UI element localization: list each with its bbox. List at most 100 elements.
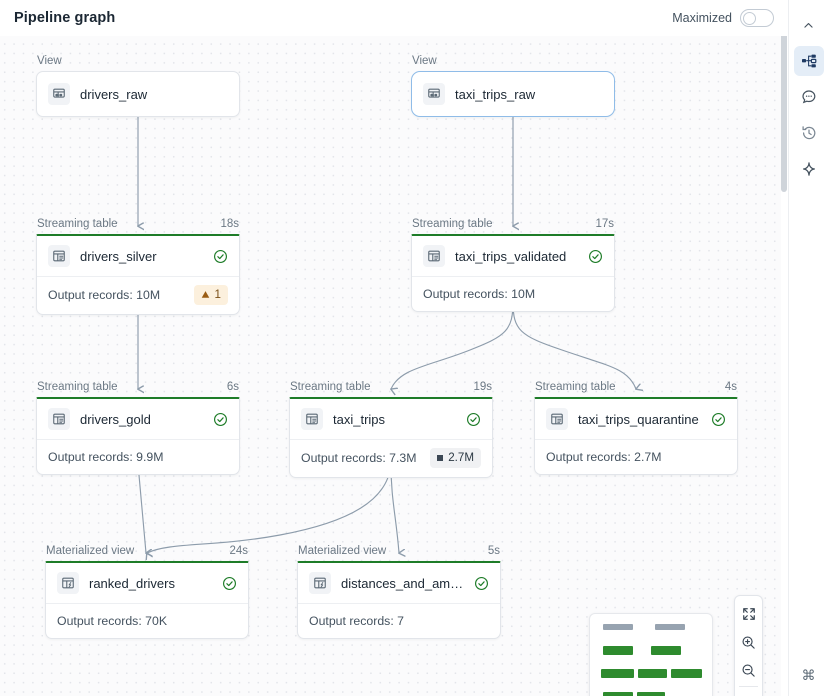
divider bbox=[298, 603, 500, 604]
node-footer: Output records: 7.3M 2.7M bbox=[290, 440, 492, 477]
node-header: drivers_silver bbox=[37, 236, 239, 276]
history-icon bbox=[801, 126, 815, 140]
zoom-out-button[interactable] bbox=[735, 656, 762, 684]
node-header: drivers_raw bbox=[37, 72, 239, 116]
square-marker-icon bbox=[437, 454, 444, 461]
dropped-records-badge[interactable]: 2.7M bbox=[430, 448, 481, 468]
node-header: taxi_trips_quarantine bbox=[535, 399, 737, 439]
node-type-label: Streaming table bbox=[290, 381, 371, 393]
warning-triangle-icon bbox=[201, 291, 209, 299]
node-box[interactable]: drivers_raw bbox=[36, 71, 240, 117]
node-header: drivers_gold bbox=[37, 399, 239, 439]
warning-badge[interactable]: 1 bbox=[193, 285, 228, 305]
output-records: Output records: 10M bbox=[48, 287, 161, 302]
streaming-table-icon bbox=[546, 408, 568, 430]
output-records: Output records: 9.9M bbox=[48, 449, 164, 464]
minimap-node bbox=[601, 669, 634, 678]
node-taxi-trips[interactable]: Streaming table 19s taxi_trips bbox=[289, 381, 493, 478]
status-complete-icon bbox=[213, 249, 228, 264]
node-box-selected[interactable]: taxi_trips_raw bbox=[411, 71, 615, 117]
fit-view-button[interactable] bbox=[735, 600, 762, 628]
node-type-label: View bbox=[412, 55, 437, 67]
node-footer: Output records: 10M 1 bbox=[37, 277, 239, 314]
node-meta: Streaming table 4s bbox=[534, 381, 738, 393]
node-header: ranked_drivers bbox=[46, 563, 248, 603]
zoom-in-button[interactable] bbox=[735, 628, 762, 656]
node-drivers-silver[interactable]: Streaming table 18s drivers_silver bbox=[36, 218, 240, 315]
comment-icon bbox=[801, 90, 815, 104]
minimap-node bbox=[603, 646, 633, 655]
node-taxi-trips-quarantine[interactable]: Streaming table 4s taxi_trips_quarantine bbox=[534, 381, 738, 475]
node-type-label: Streaming table bbox=[37, 218, 118, 230]
node-duration: 4s bbox=[724, 381, 737, 393]
node-taxi-trips-raw[interactable]: View taxi_trips_raw bbox=[411, 55, 615, 117]
node-box[interactable]: ranked_drivers Output records: 70K bbox=[45, 561, 249, 639]
node-box[interactable]: taxi_trips_quarantine Output records: 2.… bbox=[534, 397, 738, 475]
maximize-control[interactable]: Maximized bbox=[672, 9, 774, 27]
divider bbox=[37, 276, 239, 277]
node-type-label: Materialized view bbox=[298, 545, 387, 557]
status-complete-icon bbox=[474, 576, 489, 591]
node-box[interactable]: taxi_trips_validated Output records: 10M bbox=[411, 234, 615, 312]
controls-divider bbox=[739, 686, 758, 687]
minimap-node bbox=[671, 669, 702, 678]
page-title: Pipeline graph bbox=[14, 10, 116, 26]
node-duration: 6s bbox=[226, 381, 239, 393]
streaming-table-icon bbox=[48, 408, 70, 430]
canvas-controls bbox=[734, 595, 763, 696]
node-name: ranked_drivers bbox=[89, 575, 175, 591]
minimap[interactable] bbox=[589, 613, 713, 696]
edge-gold-to-ranked bbox=[137, 463, 146, 553]
output-records: Output records: 7.3M bbox=[301, 450, 417, 465]
node-footer: Output records: 70K bbox=[46, 604, 248, 638]
collapse-panel-button[interactable] bbox=[794, 10, 824, 40]
node-distances-and-amounts[interactable]: Materialized view 5s distances_and_amoun… bbox=[297, 545, 501, 639]
node-drivers-gold[interactable]: Streaming table 6s drivers_gold bbox=[36, 381, 240, 475]
node-meta: Streaming table 6s bbox=[36, 381, 240, 393]
node-name: taxi_trips_raw bbox=[455, 86, 536, 102]
node-type-label: View bbox=[37, 55, 62, 67]
history-tab[interactable] bbox=[794, 118, 824, 148]
chevron-up-icon bbox=[804, 22, 813, 28]
node-duration: 19s bbox=[473, 381, 492, 393]
divider bbox=[46, 603, 248, 604]
node-box[interactable]: drivers_gold Output records: 9.9M bbox=[36, 397, 240, 475]
divider bbox=[37, 439, 239, 440]
minimap-inner bbox=[599, 622, 703, 696]
fit-view-icon bbox=[742, 608, 755, 620]
divider bbox=[412, 276, 614, 277]
sparkle-icon bbox=[802, 162, 815, 176]
maximize-label: Maximized bbox=[672, 11, 732, 25]
node-ranked-drivers[interactable]: Materialized view 24s ranked_drivers bbox=[45, 545, 249, 639]
panel-header: Pipeline graph Maximized bbox=[0, 0, 788, 36]
maximize-toggle[interactable] bbox=[740, 9, 774, 27]
node-footer: Output records: 2.7M bbox=[535, 440, 737, 474]
node-taxi-trips-validated[interactable]: Streaming table 17s taxi_trips_validated bbox=[411, 218, 615, 312]
node-header: taxi_trips_raw bbox=[412, 72, 614, 116]
minimap-node bbox=[651, 646, 681, 655]
node-box[interactable]: distances_and_amounts_b… Output records:… bbox=[297, 561, 501, 639]
keyboard-shortcut-icon[interactable]: ⌘ bbox=[801, 667, 816, 683]
output-records: Output records: 2.7M bbox=[546, 449, 662, 464]
node-name: taxi_trips bbox=[333, 411, 386, 427]
comments-tab[interactable] bbox=[794, 82, 824, 112]
graph-settings-button[interactable] bbox=[735, 689, 762, 696]
node-footer: Output records: 7 bbox=[298, 604, 500, 638]
edge-validated-to-taxi-trips bbox=[391, 301, 514, 389]
graph-canvas[interactable]: View drivers_raw bbox=[0, 30, 781, 696]
node-box[interactable]: taxi_trips Output records: 7.3M 2.7M bbox=[289, 397, 493, 478]
node-duration: 17s bbox=[595, 218, 614, 230]
node-footer: Output records: 10M bbox=[412, 277, 614, 311]
node-header: taxi_trips_validated bbox=[412, 236, 614, 276]
node-name: drivers_silver bbox=[80, 248, 157, 264]
node-name: drivers_raw bbox=[80, 86, 148, 102]
vertical-scrollbar[interactable] bbox=[781, 2, 787, 192]
node-box[interactable]: drivers_silver Output records: 10M 1 bbox=[36, 234, 240, 315]
node-drivers-raw[interactable]: View drivers_raw bbox=[36, 55, 240, 117]
edge-validated-to-quarantine bbox=[512, 301, 636, 389]
view-table-icon bbox=[423, 83, 445, 105]
pipeline-graph-tab[interactable] bbox=[793, 46, 824, 76]
assistant-tab[interactable] bbox=[794, 154, 824, 184]
node-header: distances_and_amounts_b… bbox=[298, 563, 500, 603]
